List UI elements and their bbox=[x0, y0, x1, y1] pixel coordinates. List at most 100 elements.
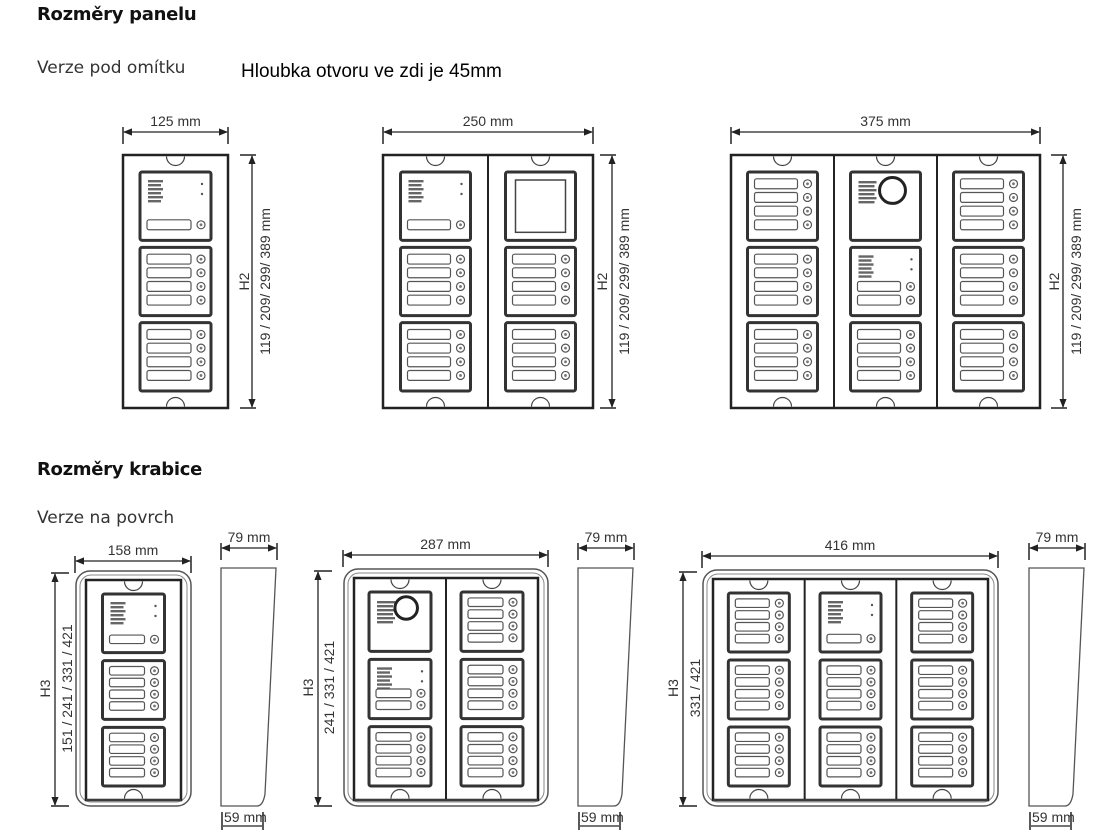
speaker-grille-slot bbox=[377, 679, 390, 682]
speaker-grille-slot bbox=[828, 621, 841, 624]
module-buttons4 bbox=[910, 725, 975, 788]
call-button-dot bbox=[806, 346, 809, 350]
mounting-notch bbox=[123, 581, 144, 592]
call-button-dot bbox=[564, 333, 567, 336]
call-button-dot bbox=[199, 271, 203, 275]
led-indicator bbox=[154, 604, 157, 608]
mounting-notch bbox=[165, 156, 186, 167]
name-label-slot bbox=[856, 342, 902, 354]
call-button-dot bbox=[961, 747, 965, 751]
name-label-slot bbox=[753, 328, 799, 341]
call-button-dot bbox=[459, 257, 462, 261]
speaker-grille-slot bbox=[377, 609, 395, 612]
speaker-grille-slot bbox=[110, 602, 126, 605]
speaker-grille-slot bbox=[377, 617, 395, 620]
speaker-grille-slot bbox=[377, 601, 395, 604]
name-label-slot bbox=[406, 267, 452, 279]
panel-height-name: H2 bbox=[1046, 272, 1062, 290]
module-buttons4 bbox=[952, 170, 1025, 242]
name-label-slot bbox=[959, 356, 1005, 368]
module-buttons4 bbox=[459, 657, 525, 721]
call-button-dot bbox=[909, 333, 912, 336]
name-label-slot bbox=[406, 280, 452, 293]
panel-height-name: H2 bbox=[236, 272, 252, 290]
call-button-dot bbox=[511, 600, 515, 604]
speaker-grille-slot bbox=[858, 259, 872, 262]
name-label-slot bbox=[856, 328, 902, 341]
speaker-grille-slot bbox=[858, 197, 877, 200]
call-button-dot bbox=[806, 223, 809, 227]
name-label-slot bbox=[753, 178, 799, 190]
led-indicator bbox=[420, 670, 424, 673]
name-label-slot bbox=[108, 689, 146, 700]
mounting-notch bbox=[482, 788, 502, 799]
module-camera bbox=[367, 590, 433, 653]
name-label-slot bbox=[826, 744, 862, 754]
name-label-slot bbox=[467, 767, 504, 778]
name-label-slot bbox=[146, 342, 192, 354]
call-button-dot bbox=[777, 601, 781, 605]
speaker-grille-slot bbox=[377, 605, 393, 608]
call-button-dot bbox=[419, 759, 423, 763]
name-label-slot bbox=[108, 665, 146, 676]
call-button-dot bbox=[869, 637, 873, 640]
call-button-dot bbox=[777, 668, 781, 672]
call-button-dot bbox=[806, 257, 809, 261]
box-side-profile bbox=[1028, 567, 1085, 807]
speaker-grille-slot bbox=[828, 617, 843, 620]
module-buttons4 bbox=[399, 245, 472, 318]
camera-lens-icon bbox=[393, 595, 419, 621]
call-button-dot bbox=[511, 668, 515, 671]
led-indicator bbox=[460, 182, 463, 186]
mounting-notch bbox=[749, 788, 769, 799]
name-label-slot bbox=[753, 219, 799, 231]
call-button-dot bbox=[1012, 182, 1015, 186]
mounting-notch bbox=[425, 156, 446, 167]
name-label-slot bbox=[734, 677, 770, 687]
panel-height-values: 119 / 209/ 299/ 389 mm bbox=[1068, 208, 1084, 355]
speaker-grille-slot bbox=[858, 271, 874, 274]
call-button-dot bbox=[419, 735, 423, 739]
name-label-slot bbox=[511, 328, 557, 341]
name-label-slot bbox=[406, 253, 452, 265]
module-buttons4 bbox=[746, 245, 819, 318]
call-button-dot bbox=[153, 771, 156, 775]
call-button-dot bbox=[869, 735, 873, 739]
call-button-dot bbox=[806, 298, 809, 302]
name-label-slot bbox=[826, 665, 862, 676]
speaker-grille-slot bbox=[828, 601, 843, 604]
call-button-dot bbox=[777, 692, 781, 696]
call-button-dot bbox=[199, 374, 203, 377]
call-button-dot bbox=[806, 374, 809, 377]
speaker-grille-slot bbox=[858, 263, 874, 266]
call-button-dot bbox=[199, 346, 203, 350]
module-speaker1 bbox=[101, 592, 166, 655]
module-speaker2 bbox=[849, 245, 922, 318]
call-button-dot bbox=[564, 257, 567, 261]
name-label-slot bbox=[467, 676, 504, 687]
name-label-slot bbox=[753, 253, 799, 265]
name-label-slot bbox=[467, 664, 504, 675]
name-label-slot bbox=[918, 598, 954, 609]
call-button-dot bbox=[806, 285, 809, 288]
call-button-dot bbox=[153, 681, 156, 684]
led-indicator bbox=[200, 182, 204, 186]
call-button-dot bbox=[419, 771, 423, 774]
call-button-dot bbox=[869, 759, 873, 763]
name-label-slot bbox=[918, 633, 954, 644]
box-depth-bottom-label: 59 mm bbox=[224, 809, 267, 825]
name-label-slot bbox=[467, 743, 504, 754]
box-depth-bottom-label: 59 mm bbox=[1032, 809, 1075, 825]
call-button-dot bbox=[961, 735, 965, 739]
call-button-dot bbox=[1012, 257, 1015, 261]
box-height-name: H3 bbox=[37, 679, 53, 697]
call-button-dot bbox=[777, 704, 781, 707]
speaker-grille-slot bbox=[858, 201, 875, 204]
module-buttons4 bbox=[399, 321, 472, 393]
name-label-slot bbox=[959, 205, 1005, 217]
box-housing-inner-edge bbox=[79, 574, 188, 803]
name-label-slot bbox=[959, 191, 1005, 204]
